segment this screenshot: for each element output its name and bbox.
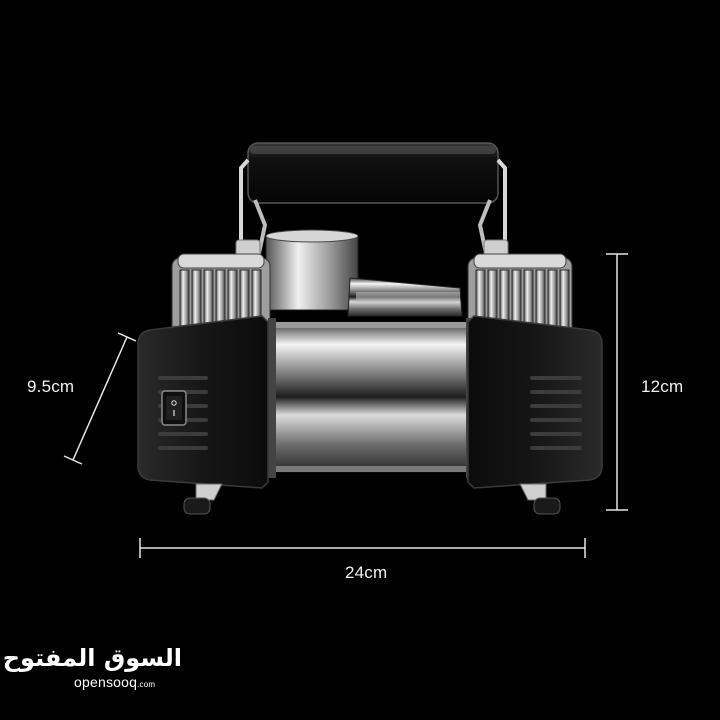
watermark-arabic-text: السوق المفتوح [2, 644, 182, 672]
power-switch[interactable] [161, 390, 187, 426]
height-label: 12cm [641, 377, 684, 396]
watermark-tld: .com [137, 680, 156, 689]
motor-cylinder [261, 318, 481, 478]
watermark-latin-text: opensooq.com [74, 674, 182, 690]
right-housing [467, 315, 603, 489]
air-outlet [265, 229, 463, 317]
width-label: 24cm [345, 563, 388, 582]
height-dimension-line [606, 253, 628, 511]
left-housing [137, 315, 269, 489]
watermark-brand: opensooq [74, 674, 138, 690]
depth-dimension-line [63, 332, 137, 465]
depth-label: 9.5cm [27, 377, 75, 396]
carry-handle [235, 142, 509, 263]
right-cylinder-head [467, 253, 573, 337]
feet [183, 483, 561, 515]
opensooq-watermark: السوق المفتوح opensooq.com [2, 644, 182, 690]
width-dimension-line [139, 538, 586, 558]
